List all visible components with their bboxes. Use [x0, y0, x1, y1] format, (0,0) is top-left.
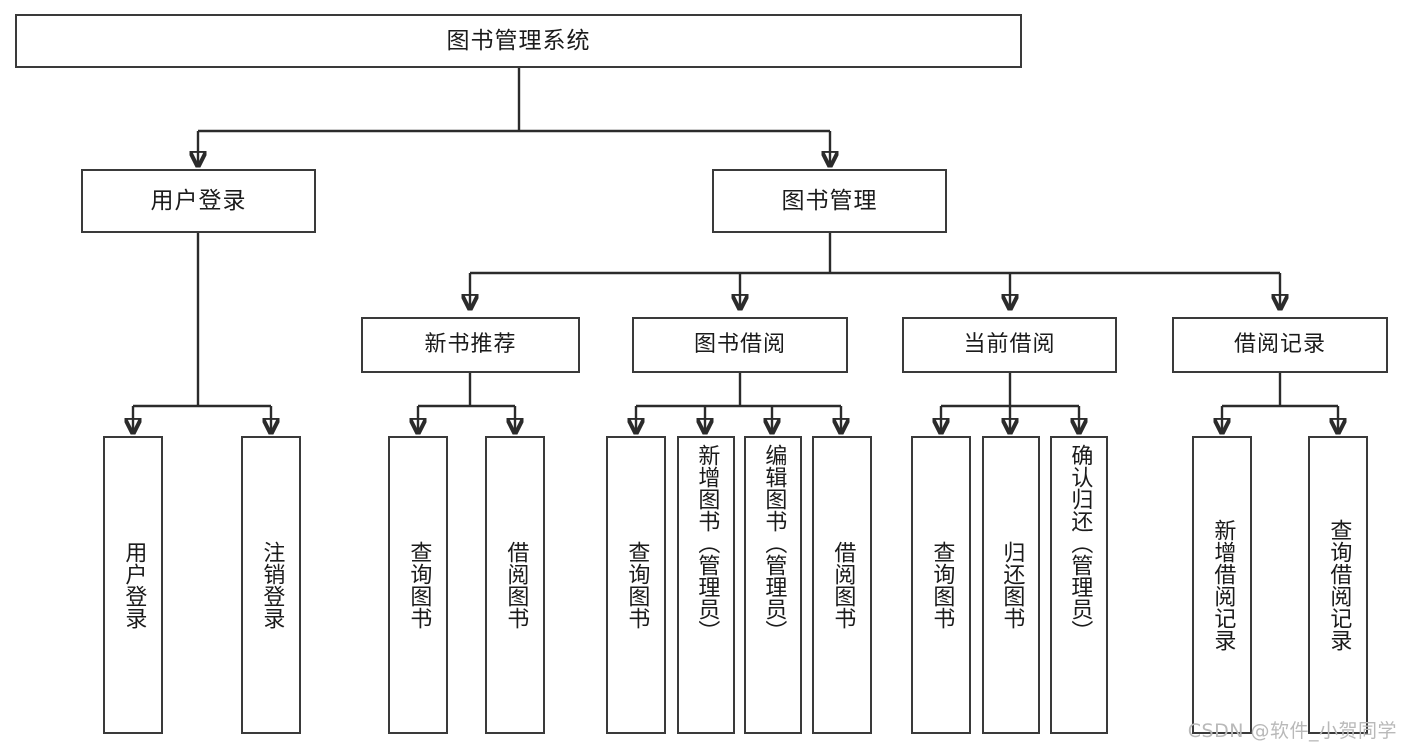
node-label: 用户登录: [150, 187, 247, 214]
leaf-book-borrow-edit-book-admin[interactable]: 编辑图书（管理员）: [744, 436, 802, 734]
node-label: 借阅图书: [830, 541, 856, 629]
leaf-new-book-borrow-book[interactable]: 借阅图书: [485, 436, 545, 734]
node-book-borrow[interactable]: 图书借阅: [632, 317, 848, 373]
node-borrow-record[interactable]: 借阅记录: [1172, 317, 1388, 373]
node-label: 新增借阅记录: [1210, 519, 1236, 651]
node-label: 用户登录: [121, 541, 147, 629]
node-label: 查询借阅记录: [1326, 519, 1352, 651]
leaf-borrow-record-add-record[interactable]: 新增借阅记录: [1192, 436, 1252, 734]
leaf-book-borrow-query-book[interactable]: 查询图书: [606, 436, 666, 734]
leaf-book-borrow-add-book-admin[interactable]: 新增图书（管理员）: [677, 436, 735, 734]
node-label: 借阅图书: [503, 541, 529, 629]
csdn-watermark: CSDN @软件_小贺同学: [1187, 720, 1397, 742]
leaf-current-borrow-return-book[interactable]: 归还图书: [982, 436, 1040, 734]
node-label: 确认归还（管理员）: [1067, 444, 1093, 642]
node-label: 归还图书: [999, 541, 1025, 629]
node-label: 图书管理系统: [446, 27, 591, 54]
node-root-book-management-system[interactable]: 图书管理系统: [15, 14, 1022, 68]
node-label: 查询图书: [624, 541, 650, 629]
leaf-borrow-record-query-record[interactable]: 查询借阅记录: [1308, 436, 1368, 734]
node-label: 注销登录: [259, 541, 285, 629]
node-label: 当前借阅: [963, 332, 1056, 358]
leaf-current-borrow-query-book[interactable]: 查询图书: [911, 436, 971, 734]
node-label: 借阅记录: [1233, 332, 1326, 358]
leaf-user-login-logout[interactable]: 注销登录: [241, 436, 301, 734]
leaf-user-login-login[interactable]: 用户登录: [103, 436, 163, 734]
node-label: 查询图书: [929, 541, 955, 629]
node-book-management[interactable]: 图书管理: [712, 169, 947, 233]
node-label: 查询图书: [406, 541, 432, 629]
node-label: 新书推荐: [424, 332, 517, 358]
leaf-new-book-query-book[interactable]: 查询图书: [388, 436, 448, 734]
node-label: 新增图书（管理员）: [694, 444, 720, 642]
leaf-book-borrow-borrow-book[interactable]: 借阅图书: [812, 436, 872, 734]
node-label: 编辑图书（管理员）: [761, 444, 787, 642]
node-user-login[interactable]: 用户登录: [81, 169, 316, 233]
node-current-borrow[interactable]: 当前借阅: [902, 317, 1117, 373]
node-new-book-recommend[interactable]: 新书推荐: [361, 317, 580, 373]
leaf-current-borrow-confirm-return-admin[interactable]: 确认归还（管理员）: [1050, 436, 1108, 734]
node-label: 图书借阅: [693, 332, 786, 358]
node-label: 图书管理: [781, 187, 878, 214]
